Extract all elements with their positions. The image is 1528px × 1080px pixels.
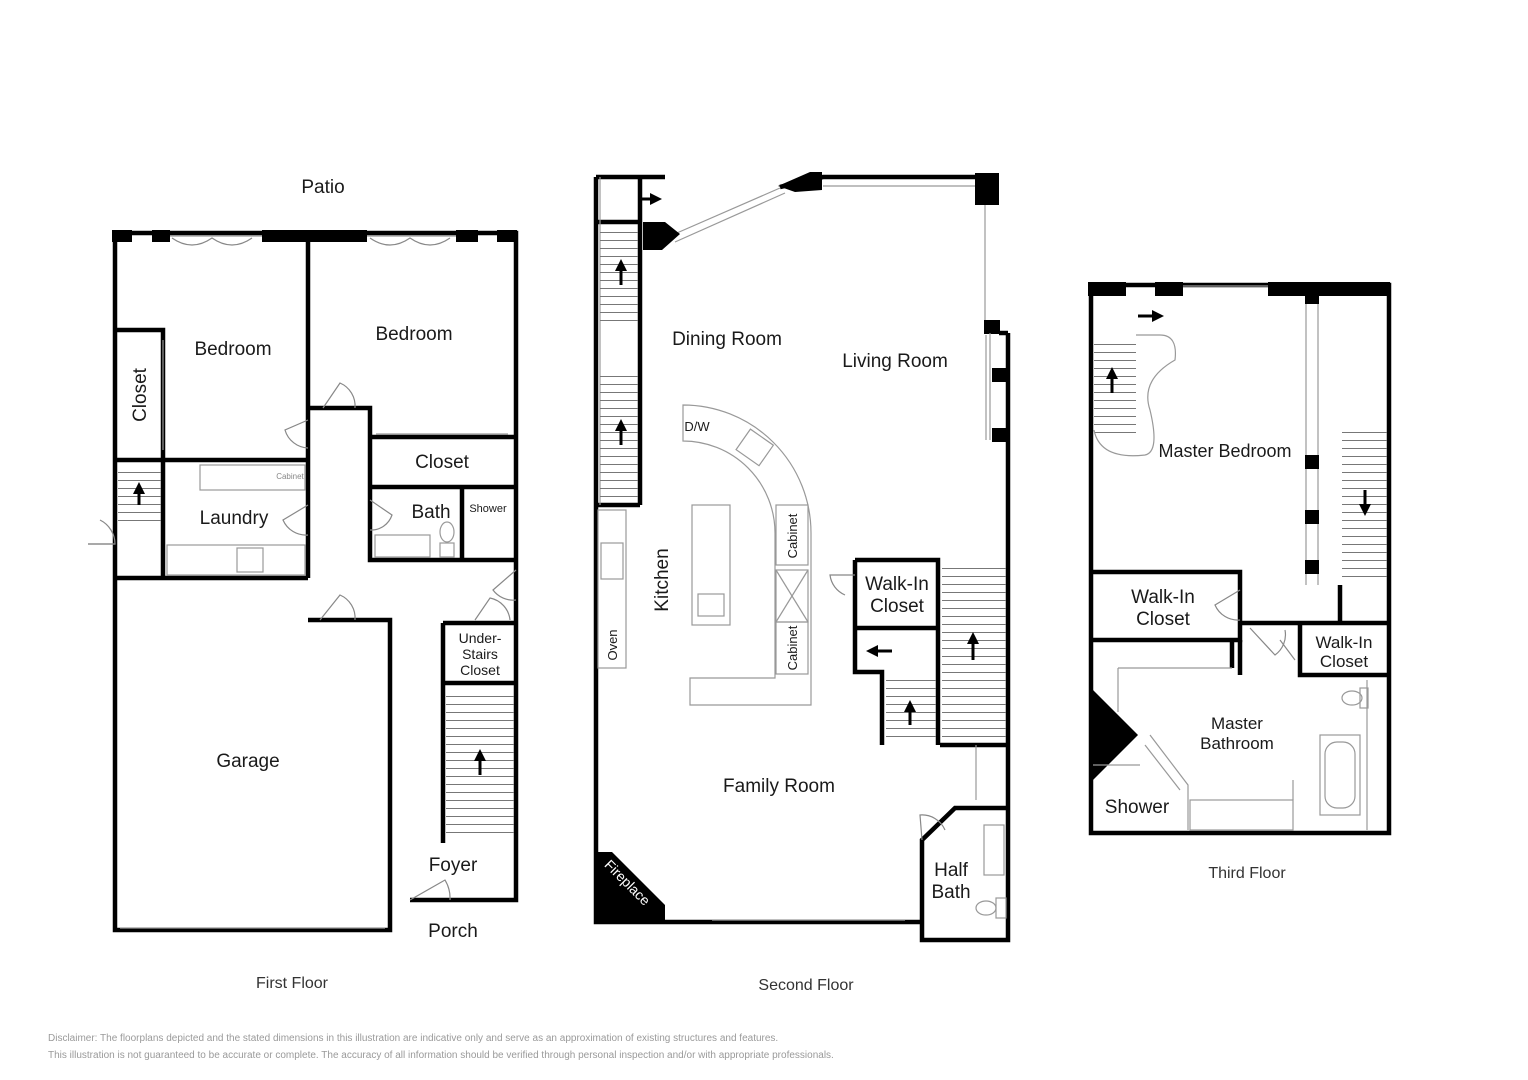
master-bathroom-line-1: Master <box>1211 714 1263 733</box>
under-stairs-closet-line-2: Stairs <box>462 646 498 662</box>
second-floor-plan <box>593 172 1011 943</box>
disclaimer: Disclaimer: The floorplans depicted and … <box>48 1030 1008 1064</box>
kitchen-label: Kitchen <box>652 548 673 611</box>
third-floor-shower-label: Shower <box>1105 797 1170 818</box>
garage-label: Garage <box>216 751 279 772</box>
dishwasher-label: D/W <box>684 419 710 434</box>
master-bathroom-line-2: Bathroom <box>1200 734 1274 753</box>
cabinet-lower-label: Cabinet <box>785 625 800 670</box>
third-floor-walk-in-closet-left-line-1: Walk-In <box>1131 587 1195 608</box>
third-floor-title: Third Floor <box>1208 865 1286 882</box>
third-floor-walk-in-closet-left-line-2: Closet <box>1136 609 1191 630</box>
first-floor-shower-label: Shower <box>469 503 507 515</box>
disclaimer-line-1: Disclaimer: The floorplans depicted and … <box>48 1033 779 1044</box>
under-stairs-closet-line-1: Under- <box>459 630 502 646</box>
living-room-label: Living Room <box>842 351 948 372</box>
laundry-cabinet-label: Cabinet <box>276 472 304 481</box>
first-floor-closet-label: Closet <box>415 452 470 473</box>
cabinet-upper-label: Cabinet <box>785 513 800 558</box>
third-floor-walk-in-closet-right-line-2: Closet <box>1320 652 1368 671</box>
half-bath-line-1: Half <box>934 860 969 881</box>
master-bedroom-label: Master Bedroom <box>1158 441 1291 461</box>
oven-label: Oven <box>605 629 620 660</box>
first-floor-closet-vertical-label: Closet <box>130 367 151 422</box>
first-floor-bedroom-right-label: Bedroom <box>375 324 452 345</box>
third-floor-plan <box>1088 282 1392 836</box>
half-bath-line-2: Bath <box>931 882 970 903</box>
first-floor-bath-label: Bath <box>411 502 450 523</box>
second-floor-title: Second Floor <box>758 977 854 994</box>
foyer-label: Foyer <box>429 855 478 876</box>
second-floor-walk-in-closet-line-1: Walk-In <box>865 574 929 595</box>
first-floor-title: First Floor <box>256 975 329 992</box>
third-floor-walk-in-closet-right-line-1: Walk-In <box>1316 633 1373 652</box>
laundry-label: Laundry <box>200 508 269 529</box>
patio-label: Patio <box>301 177 344 198</box>
second-floor-walk-in-closet-line-2: Closet <box>870 596 925 617</box>
dining-room-label: Dining Room <box>672 329 782 350</box>
porch-label: Porch <box>428 921 478 942</box>
disclaimer-line-2: This illustration is not guaranteed to b… <box>48 1050 834 1061</box>
first-floor-bedroom-left-label: Bedroom <box>194 339 271 360</box>
first-floor-plan <box>88 230 519 933</box>
family-room-label: Family Room <box>723 776 835 797</box>
under-stairs-closet-line-3: Closet <box>460 662 500 678</box>
